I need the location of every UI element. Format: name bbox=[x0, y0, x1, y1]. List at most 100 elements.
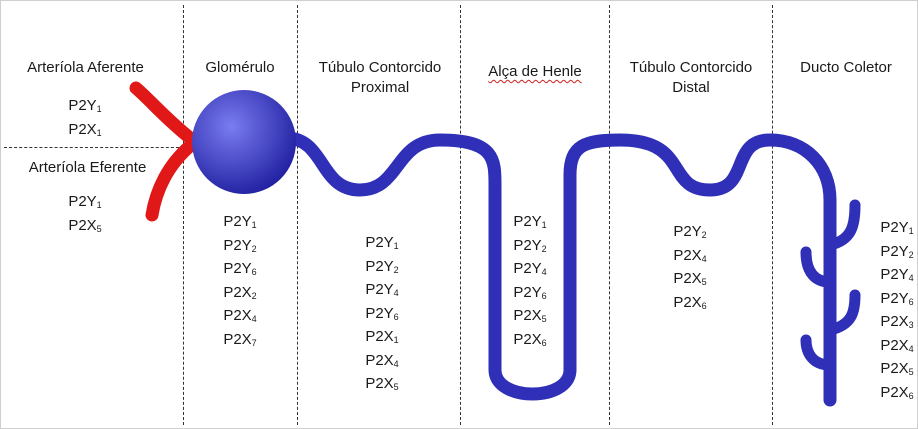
receptor-subtype: 4 bbox=[541, 267, 547, 277]
receptor-family: P2X bbox=[880, 383, 909, 401]
receptor-family: P2Y bbox=[223, 236, 252, 254]
receptor-subtype: 1 bbox=[96, 200, 102, 210]
receptor-family: P2X bbox=[365, 328, 394, 345]
receptor-label: P2Y2 bbox=[655, 222, 725, 246]
receptor-subtype: 4 bbox=[393, 288, 399, 298]
receptor-family: P2Y bbox=[880, 219, 909, 236]
efferent-arteriole bbox=[145, 139, 197, 222]
receptor-subtype: 3 bbox=[908, 320, 914, 330]
receptor-subtype: 5 bbox=[908, 367, 914, 377]
receptor-label: P2Y2 bbox=[205, 236, 275, 260]
receptor-label: P2Y6 bbox=[862, 289, 918, 313]
receptor-label: P2X2 bbox=[205, 283, 275, 307]
arteriole-divider bbox=[4, 147, 184, 148]
receptor-family: P2X bbox=[223, 307, 252, 324]
afferent-arteriole bbox=[129, 81, 197, 145]
receptor-family: P2Y bbox=[673, 223, 702, 240]
receptor-family: P2Y bbox=[68, 193, 97, 210]
receptor-label: P2X5 bbox=[495, 306, 565, 330]
receptor-subtype: 4 bbox=[701, 253, 707, 264]
receptor-label: P2Y2 bbox=[347, 257, 417, 281]
receptor-family: P2Y bbox=[365, 234, 394, 251]
receptor-label: P2X6 bbox=[495, 330, 565, 354]
receptor-label: P2X3 bbox=[862, 312, 918, 336]
title-alca-henle: Alça de Henle bbox=[488, 63, 582, 80]
receptor-label: P2Y1 bbox=[347, 233, 417, 257]
receptor-family: P2X bbox=[223, 330, 252, 348]
receptor-subtype: 2 bbox=[701, 230, 707, 240]
receptor-subtype: 7 bbox=[251, 337, 257, 348]
receptor-family: P2Y bbox=[223, 213, 252, 230]
title-glomerulo: Glomérulo bbox=[205, 59, 275, 76]
glomerulus-sphere bbox=[192, 90, 296, 194]
receptor-label: P2Y1 bbox=[862, 218, 918, 242]
receptor-family: P2X bbox=[365, 375, 394, 392]
receptor-family: P2X bbox=[513, 307, 542, 324]
receptor-subtype: 6 bbox=[251, 267, 257, 277]
receptor-subtype: 1 bbox=[96, 104, 102, 114]
receptor-family: P2X bbox=[68, 216, 97, 234]
collecting-branch bbox=[800, 246, 836, 288]
receptor-family: P2Y bbox=[365, 257, 394, 275]
receptor-label: P2Y1 bbox=[495, 212, 565, 236]
title-tubulo-proximal: Túbulo Contorcido Proximal bbox=[318, 59, 442, 96]
receptor-subtype: 6 bbox=[701, 300, 707, 311]
receptor-family: P2Y bbox=[880, 266, 909, 283]
collecting-branch bbox=[800, 334, 836, 371]
title-tubulo-distal: Túbulo Contorcido Distal bbox=[629, 59, 753, 96]
section-divider bbox=[297, 5, 298, 425]
section-divider bbox=[460, 5, 461, 425]
receptor-family: P2X bbox=[673, 293, 702, 311]
section-divider bbox=[183, 5, 184, 425]
receptor-label: P2Y2 bbox=[862, 242, 918, 266]
receptor-family: P2X bbox=[68, 120, 97, 138]
receptor-label: P2X1 bbox=[50, 120, 120, 144]
receptor-label: P2Y1 bbox=[50, 96, 120, 120]
receptor-subtype: 6 bbox=[541, 290, 547, 301]
title-ducto-coletor: Ducto Coletor bbox=[800, 59, 892, 76]
section-divider bbox=[772, 5, 773, 425]
receptor-family: P2X bbox=[223, 283, 252, 301]
renal-tubule bbox=[281, 131, 837, 407]
receptor-label: P2Y4 bbox=[862, 265, 918, 289]
receptor-subtype: 1 bbox=[251, 220, 257, 230]
receptor-family: P2X bbox=[365, 351, 394, 369]
receptor-label: P2Y6 bbox=[347, 304, 417, 328]
receptor-subtype: 2 bbox=[541, 243, 547, 254]
receptor-family: P2X bbox=[513, 330, 542, 348]
receptor-label: P2Y4 bbox=[347, 280, 417, 304]
receptor-subtype: 2 bbox=[393, 264, 399, 275]
receptor-subtype: 1 bbox=[96, 127, 102, 138]
receptor-label: P2Y2 bbox=[495, 236, 565, 260]
receptor-subtype: 2 bbox=[251, 243, 257, 254]
receptor-family: P2Y bbox=[513, 213, 542, 230]
arterioles bbox=[129, 81, 197, 222]
receptor-subtype: 6 bbox=[393, 311, 399, 322]
title-arteriola-eferente: Arteríola Eferente bbox=[28, 159, 147, 176]
title-arteriola-aferente: Arteríola Aferente bbox=[27, 59, 144, 76]
receptor-subtype: 6 bbox=[908, 390, 914, 401]
receptor-label: P2X5 bbox=[655, 269, 725, 293]
receptor-family: P2Y bbox=[365, 281, 394, 298]
receptor-family: P2X bbox=[880, 336, 909, 354]
collecting-duct-branches bbox=[800, 199, 861, 371]
receptor-subtype: 2 bbox=[251, 290, 257, 301]
receptor-label: P2X4 bbox=[862, 336, 918, 360]
receptor-subtype: 5 bbox=[701, 277, 707, 287]
receptor-label: P2X6 bbox=[655, 293, 725, 317]
receptor-family: P2Y bbox=[513, 236, 542, 254]
receptor-label: P2X7 bbox=[205, 330, 275, 354]
receptor-family: P2X bbox=[880, 313, 909, 330]
receptor-family: P2Y bbox=[223, 260, 252, 277]
receptor-subtype: 1 bbox=[393, 335, 399, 345]
receptor-family: P2X bbox=[673, 270, 702, 287]
receptor-label: P2X1 bbox=[347, 327, 417, 351]
receptor-family: P2Y bbox=[68, 97, 97, 114]
receptor-family: P2Y bbox=[513, 283, 542, 301]
receptor-family: P2Y bbox=[880, 289, 909, 307]
receptor-label: P2X6 bbox=[862, 383, 918, 407]
